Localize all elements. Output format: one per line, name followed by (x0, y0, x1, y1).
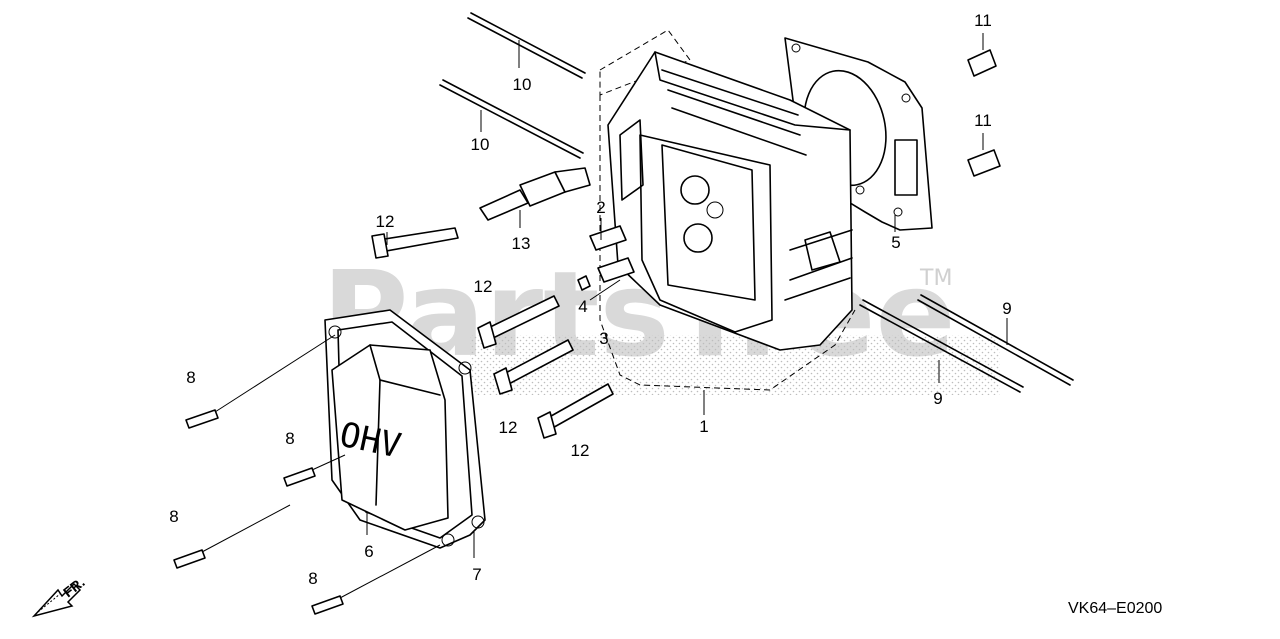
spark-plug (479, 167, 591, 221)
callout-8-b: 8 (285, 429, 294, 448)
callout-8-d: 8 (308, 569, 317, 588)
callout-7: 7 (472, 565, 481, 584)
callout-11-b: 11 (974, 111, 992, 130)
stud-bolts (439, 12, 586, 159)
callout-12-b: 12 (474, 277, 493, 296)
callout-8-a: 8 (186, 368, 195, 387)
head-cover: OHV (324, 309, 486, 549)
cylinder-head (599, 29, 856, 391)
front-direction-arrow-icon (31, 582, 82, 618)
callout-5: 5 (891, 233, 900, 252)
diagram-code: VK64–E0200 (1068, 600, 1162, 617)
callout-12-d: 12 (571, 441, 590, 460)
watermark-trademark: TM (919, 266, 952, 291)
callout-13: 13 (512, 234, 531, 253)
callout-6: 6 (364, 542, 373, 561)
dowel-pins (589, 225, 635, 283)
callout-12-c: 12 (499, 418, 518, 437)
callout-3: 3 (599, 329, 608, 348)
leader-lines (366, 33, 1008, 558)
callout-4: 4 (578, 297, 587, 316)
callout-9-a: 9 (1002, 299, 1011, 318)
callout-10-a: 10 (513, 75, 532, 94)
long-studs (859, 294, 1074, 393)
callout-11-a: 11 (974, 11, 992, 30)
collars (967, 49, 1001, 177)
watermark-stipple (470, 335, 1000, 395)
washer (577, 275, 591, 291)
callout-8-c: 8 (169, 507, 178, 526)
callout-1: 1 (699, 417, 708, 436)
flange-bolts (371, 227, 614, 439)
callout-10-b: 10 (471, 135, 490, 154)
callout-2: 2 (596, 198, 605, 217)
cover-bolts (173, 334, 441, 615)
callout-12-a: 12 (376, 212, 395, 231)
callout-9-b: 9 (933, 389, 942, 408)
